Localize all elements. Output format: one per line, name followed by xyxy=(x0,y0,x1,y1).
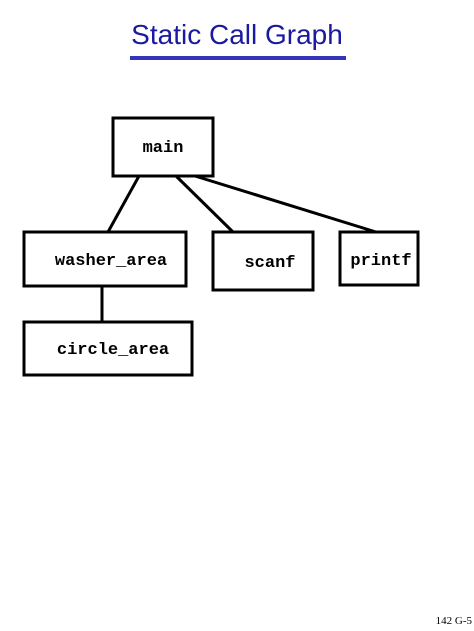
node-main-box xyxy=(111,116,215,178)
slide-footer: 142 G-5 xyxy=(435,615,472,627)
node-washer_area-label: washer_area xyxy=(55,252,167,271)
node-scanf-box xyxy=(211,230,315,292)
node-main-label: main xyxy=(143,139,184,158)
node-circle_area: circle_area xyxy=(22,320,194,377)
slide-title: Static Call Graph xyxy=(131,19,343,50)
title-underline xyxy=(130,56,346,60)
node-main: main xyxy=(111,116,215,178)
edge-main-washer_area xyxy=(106,175,141,233)
node-scanf: scanf xyxy=(211,230,315,292)
node-scanf-label: scanf xyxy=(244,254,295,273)
node-washer_area-box xyxy=(22,230,188,288)
node-circle_area-label: circle_area xyxy=(57,341,169,360)
edges xyxy=(100,174,377,322)
edge-main-scanf xyxy=(174,174,235,234)
node-circle_area-box xyxy=(22,320,194,377)
node-printf-box xyxy=(338,230,420,287)
node-printf-label: printf xyxy=(350,252,411,271)
node-washer_area: washer_area xyxy=(22,230,188,288)
node-printf: printf xyxy=(338,230,420,287)
edge-main-printf xyxy=(194,174,377,234)
